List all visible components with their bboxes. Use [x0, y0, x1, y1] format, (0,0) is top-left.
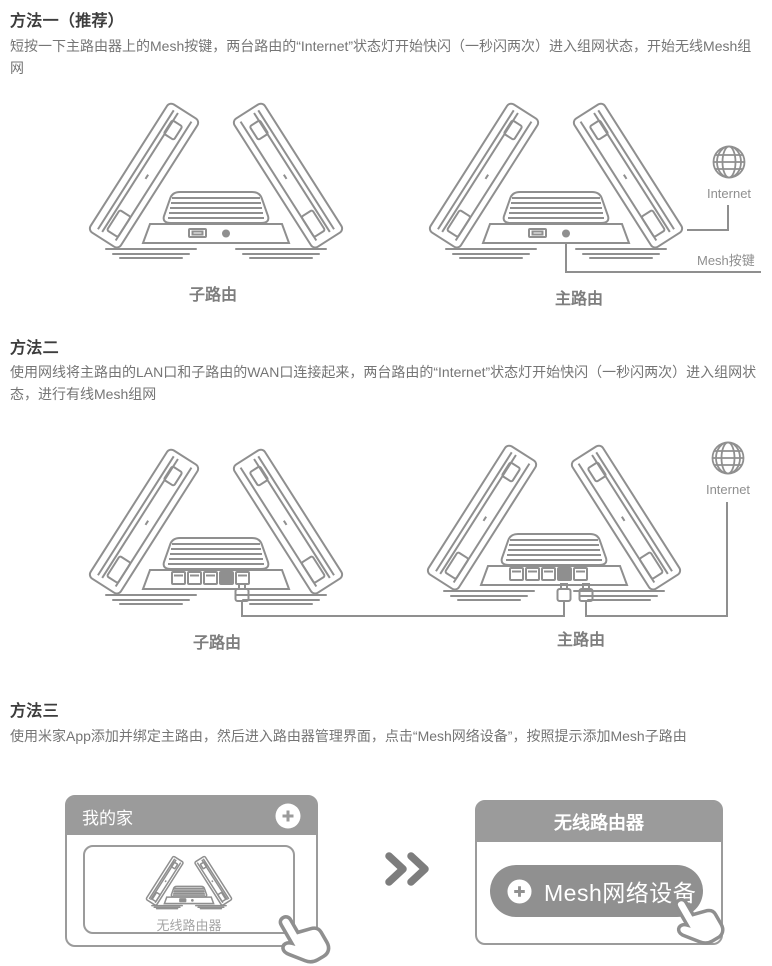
- double-chevron-icon: [385, 852, 429, 886]
- method2-heading: 方法二: [10, 340, 59, 357]
- router-card-header: 无线路由器: [477, 802, 721, 842]
- mesh-device-button-label: Mesh网络设备: [544, 880, 697, 906]
- method3-heading: 方法三: [10, 703, 59, 720]
- router-thumbnail-illustration: [145, 854, 233, 912]
- router-card-title: 无线路由器: [554, 813, 644, 833]
- internet-globe-icon: [710, 440, 746, 476]
- sub-router-illustration-back: [86, 442, 346, 614]
- home-card-header: 我的家: [67, 797, 316, 835]
- mesh-device-button[interactable]: Mesh网络设备: [490, 865, 703, 917]
- main-router-illustration-back: [424, 438, 684, 610]
- sub-router-label-2: 子路由: [192, 635, 241, 652]
- plus-icon[interactable]: [275, 803, 301, 829]
- internet-label-1: Internet: [706, 186, 752, 201]
- main-router-illustration-front: [426, 96, 686, 268]
- internet-globe-icon: [711, 144, 747, 180]
- plus-icon: [507, 878, 532, 904]
- mihome-app-card: 我的家 无线路由器: [65, 795, 318, 947]
- device-tile-label: 无线路由器: [156, 918, 222, 933]
- method3-paragraph: 使用米家App添加并绑定主路由，然后进入路由器管理界面，点击“Mesh网络设备”…: [10, 728, 687, 744]
- sub-router-illustration-front: [86, 96, 346, 268]
- method1-heading: 方法一（推荐）: [10, 13, 125, 30]
- mesh-button-label: Mesh按键: [697, 253, 755, 268]
- main-router-label-2: 主路由: [556, 632, 605, 649]
- internet-leader-line: [687, 205, 729, 231]
- method2-paragraph: 使用网线将主路由的LAN口和子路由的WAN口连接起来，两台路由的“Interne…: [10, 364, 757, 402]
- method1-paragraph: 短按一下主路由器上的Mesh按键，两台路由的“Internet”状态灯开始快闪（…: [10, 38, 752, 76]
- router-admin-card: 无线路由器 Mesh网络设备: [475, 800, 723, 945]
- main-router-label-1: 主路由: [554, 291, 603, 308]
- router-device-tile[interactable]: 无线路由器: [83, 845, 295, 934]
- internet-label-2: Internet: [705, 482, 751, 497]
- home-card-title: 我的家: [82, 808, 133, 828]
- sub-router-label-1: 子路由: [188, 287, 237, 304]
